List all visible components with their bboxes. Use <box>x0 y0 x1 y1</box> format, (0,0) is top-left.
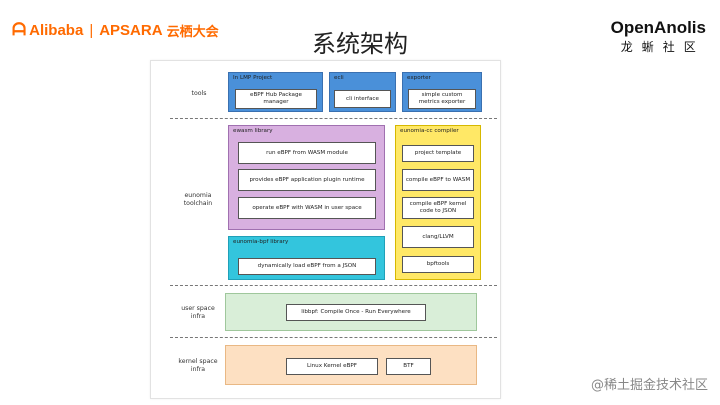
alibaba-apsara-logo: ᗩ Alibaba | APSARA 云栖大会 <box>12 20 219 40</box>
cli-interface: cli interface <box>334 90 391 108</box>
section-label-tools: tools <box>191 90 207 97</box>
simple-custom-metrics-exporter: simple custom metrics exporter <box>408 89 476 109</box>
exporter-box: exporter simple custom metrics exporter <box>402 72 482 112</box>
exporter-header: exporter <box>407 75 431 81</box>
user-space-infra-box: libbpf: Compile Once - Run Everywhere <box>225 293 477 331</box>
ewasm-library-header: ewasm library <box>233 128 273 134</box>
eunomia-cc-compiler-header: eunomia-cc compiler <box>400 128 459 134</box>
clang-llvm: clang/LLVM <box>402 226 474 248</box>
separator-line <box>170 118 497 119</box>
openanolis-logo: OpenAnolis 龙蜥社区 <box>611 18 706 55</box>
watermark: @稀土掘金技术社区 <box>590 378 708 393</box>
project-template: project template <box>402 145 474 162</box>
apsara-cn-text: 云栖大会 <box>166 24 219 40</box>
page-title: 系统架构 <box>312 30 408 58</box>
eunomia-cc-compiler-box: eunomia-cc compiler project template com… <box>395 125 481 280</box>
eunomia-bpf-library-header: eunomia-bpf library <box>233 239 289 245</box>
section-label-kernel: kernel space infra <box>178 358 218 373</box>
linux-kernel-ebpf: Linux Kernel eBPF <box>286 358 378 375</box>
section-label-userspace: user space infra <box>181 305 215 320</box>
eunomia-bpf-library-box: eunomia-bpf library dynamically load eBP… <box>228 236 385 280</box>
separator-line <box>170 337 497 338</box>
section-label-toolchain: eunomia toolchain <box>183 192 213 207</box>
compile-ebpf-kernel-to-json: compile eBPF kernel code to JSON <box>402 197 474 219</box>
provides-ebpf-plugin-runtime: provides eBPF application plugin runtime <box>238 169 376 191</box>
lmp-project-header: In LMP Project <box>233 75 273 81</box>
dynamically-load-ebpf-json: dynamically load eBPF from a JSON <box>238 258 376 275</box>
brand-separator: | <box>89 21 94 39</box>
run-ebpf-from-wasm: run eBPF from WASM module <box>238 142 376 164</box>
btf: BTF <box>386 358 431 375</box>
openanolis-cn-text: 龙蜥社区 <box>620 40 705 54</box>
libbpf-core: libbpf: Compile Once - Run Everywhere <box>286 304 426 321</box>
alibaba-wordmark: Alibaba <box>29 21 84 39</box>
operate-ebpf-with-wasm: operate eBPF with WASM in user space <box>238 197 376 219</box>
bpftools: bpftools <box>402 256 474 273</box>
kernel-space-infra-box: Linux Kernel eBPF BTF <box>225 345 477 385</box>
ewasm-library-box: ewasm library run eBPF from WASM module … <box>228 125 385 230</box>
lmp-project-box: In LMP Project eBPF Hub Package manager <box>228 72 323 112</box>
ebpf-hub-package-manager: eBPF Hub Package manager <box>235 89 317 109</box>
alibaba-mark-icon: ᗩ <box>12 20 27 39</box>
openanolis-wordmark: OpenAnolis <box>610 18 706 37</box>
separator-line <box>170 285 497 286</box>
apsara-wordmark: APSARA <box>99 21 163 39</box>
ecli-box: ecli cli interface <box>329 72 396 112</box>
compile-ebpf-to-wasm: compile eBPF to WASM <box>402 169 474 191</box>
ecli-header: ecli <box>334 75 344 81</box>
